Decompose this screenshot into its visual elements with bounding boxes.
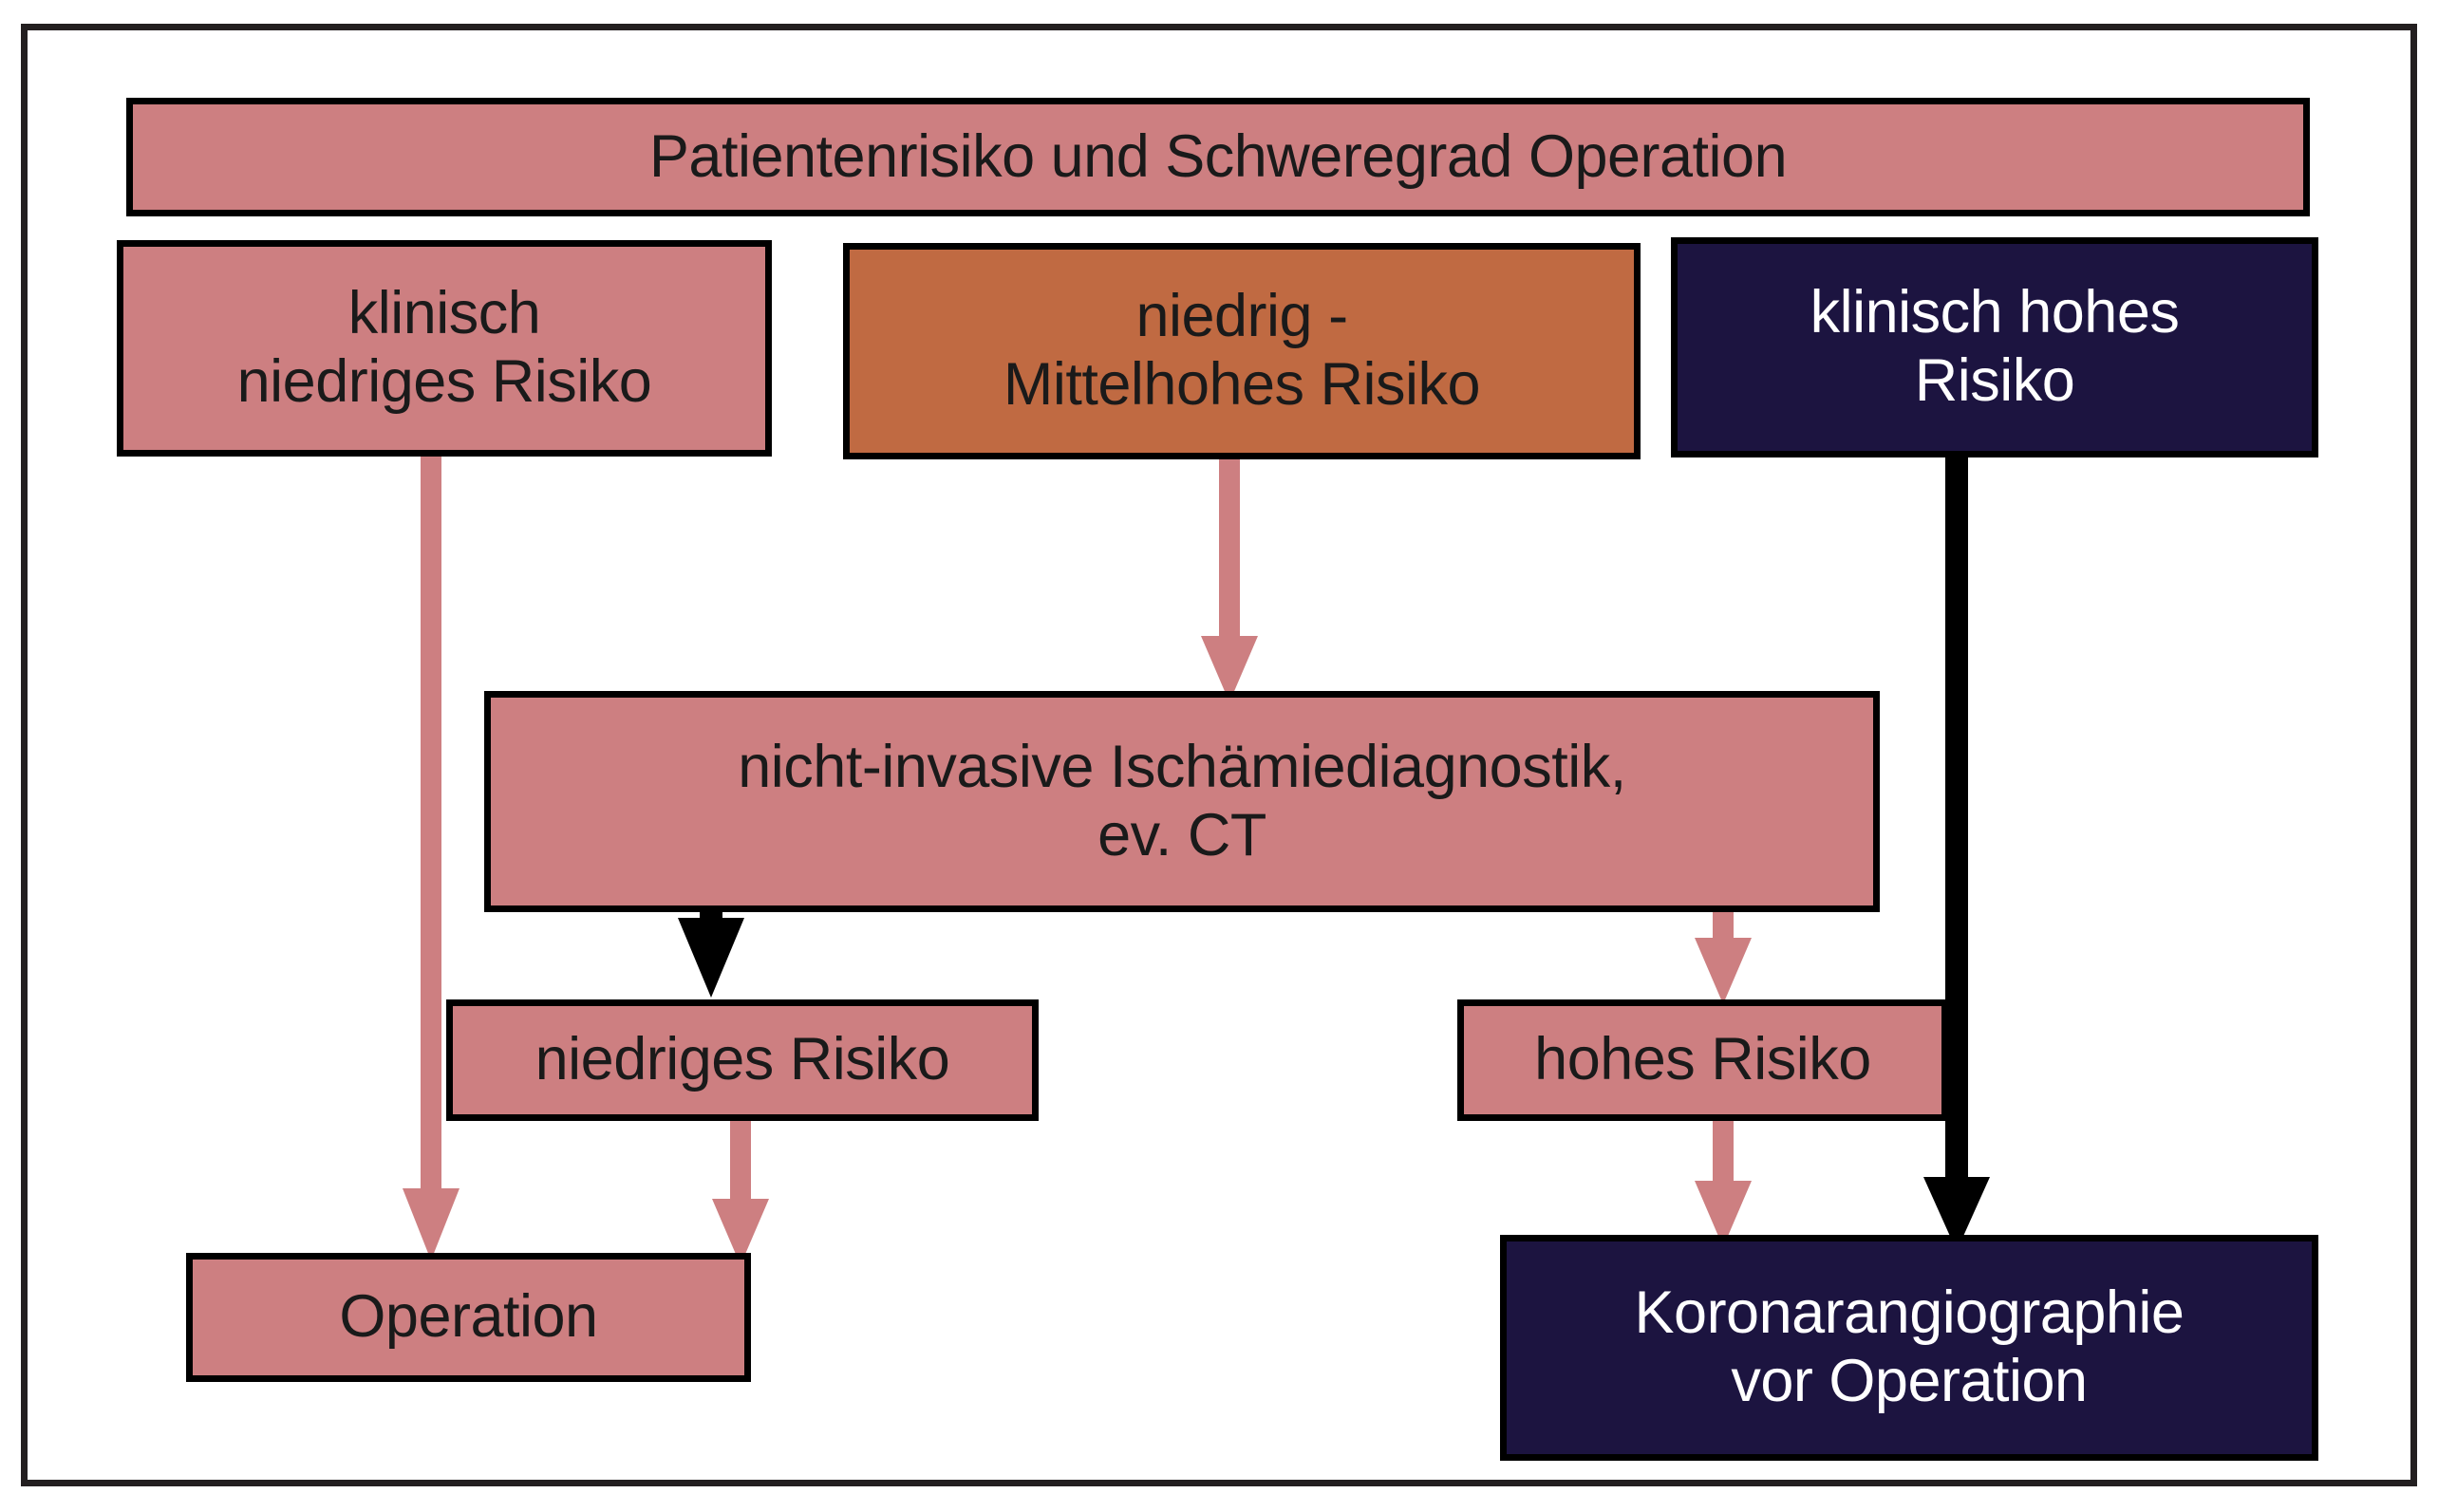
node-coronary-line1: Koronarangiographie [1634,1279,2185,1347]
node-header-label: Patientenrisiko und Schweregrad Operatio… [648,122,1788,190]
node-low-mid-risk-line2: Mittelhohes Risiko [1003,351,1481,418]
connector-low-mid-risk-to-noninvasive [1177,454,1291,710]
node-coronary-line2: vor Operation [1731,1348,2088,1414]
connector-high-clinical-risk-to-coronary [1899,454,2022,1260]
node-low-risk-result: niedriges Risiko [446,999,1039,1121]
node-operation: Operation [186,1253,751,1382]
node-low-mid-risk-line1: niedrig - [1135,283,1348,350]
connector-high-risk-result-to-coronary [1671,1111,1785,1262]
node-low-clinical-risk-label: klinisch niedriges Risiko [228,280,662,417]
node-noninvasive-line1: nicht-invasive Ischämiediagnostik, [738,733,1626,800]
node-low-clinical-risk-line2: niedriges Risiko [236,348,652,415]
node-noninvasive-label: nicht-invasive Ischämiediagnostik, ev. C… [728,734,1635,870]
node-low-clinical-risk-line1: klinisch [347,280,541,347]
node-low-risk-result-label: niedriges Risiko [534,1026,950,1093]
diagram-frame [21,24,2417,1486]
connector-low-clinical-risk-to-operation [380,446,494,1281]
node-low-mid-risk: niedrig - Mittelhohes Risiko [843,243,1641,459]
node-coronary-label: Koronarangiographie vor Operation [1625,1279,2194,1416]
node-high-clinical-risk-line1: klinisch hohes [1810,279,2180,346]
node-noninvasive-line2: ev. CT [1097,801,1266,868]
node-header: Patientenrisiko und Schweregrad Operatio… [126,98,2310,216]
node-operation-label: Operation [339,1283,598,1351]
node-low-clinical-risk: klinisch niedriges Risiko [117,240,772,457]
node-coronary: Koronarangiographie vor Operation [1500,1235,2318,1461]
node-high-clinical-risk-line2: Risiko [1914,347,2075,414]
node-low-mid-risk-label: niedrig - Mittelhohes Risiko [994,283,1490,420]
node-high-clinical-risk-label: klinisch hohes Risiko [1801,279,2189,416]
node-high-clinical-risk: klinisch hohes Risiko [1671,237,2318,457]
node-high-risk-result: hohes Risiko [1457,999,1948,1121]
connector-low-risk-result-to-operation [688,1111,802,1281]
node-high-risk-result-label: hohes Risiko [1534,1026,1871,1093]
node-noninvasive: nicht-invasive Ischämiediagnostik, ev. C… [484,691,1880,912]
